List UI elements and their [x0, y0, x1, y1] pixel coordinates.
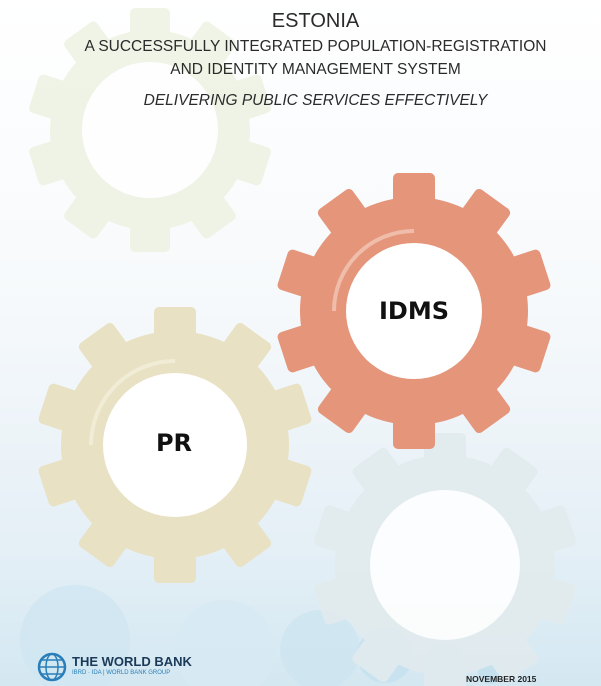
report-subtitle-line2: AND IDENTITY MANAGEMENT SYSTEM	[170, 61, 461, 78]
idms-gear	[277, 173, 551, 449]
publisher-subtitle: IBRD · IDA | WORLD BANK GROUP	[72, 670, 171, 676]
idms-gear-label: IDMS	[378, 297, 450, 325]
bubble	[175, 600, 275, 686]
report-subtitle-line1: A SUCCESSFULLY INTEGRATED POPULATION-REG…	[84, 38, 547, 55]
world-bank-logo: THE WORLD BANK IBRD · IDA | WORLD BANK G…	[36, 650, 192, 682]
report-title: ESTONIA	[271, 10, 360, 32]
publisher-name: THE WORLD BANK	[72, 654, 192, 669]
faint-green-gear	[29, 8, 271, 252]
pr-gear	[38, 307, 312, 583]
bubble	[280, 610, 360, 686]
report-tagline: DELIVERING PUBLIC SERVICES EFFECTIVELY	[143, 92, 488, 109]
bubble	[20, 585, 130, 686]
faint-blue-gear	[314, 433, 576, 686]
publication-date: NOVEMBER 2015	[466, 674, 537, 684]
pr-gear-label: PR	[155, 429, 193, 457]
globe-icon	[37, 652, 67, 682]
